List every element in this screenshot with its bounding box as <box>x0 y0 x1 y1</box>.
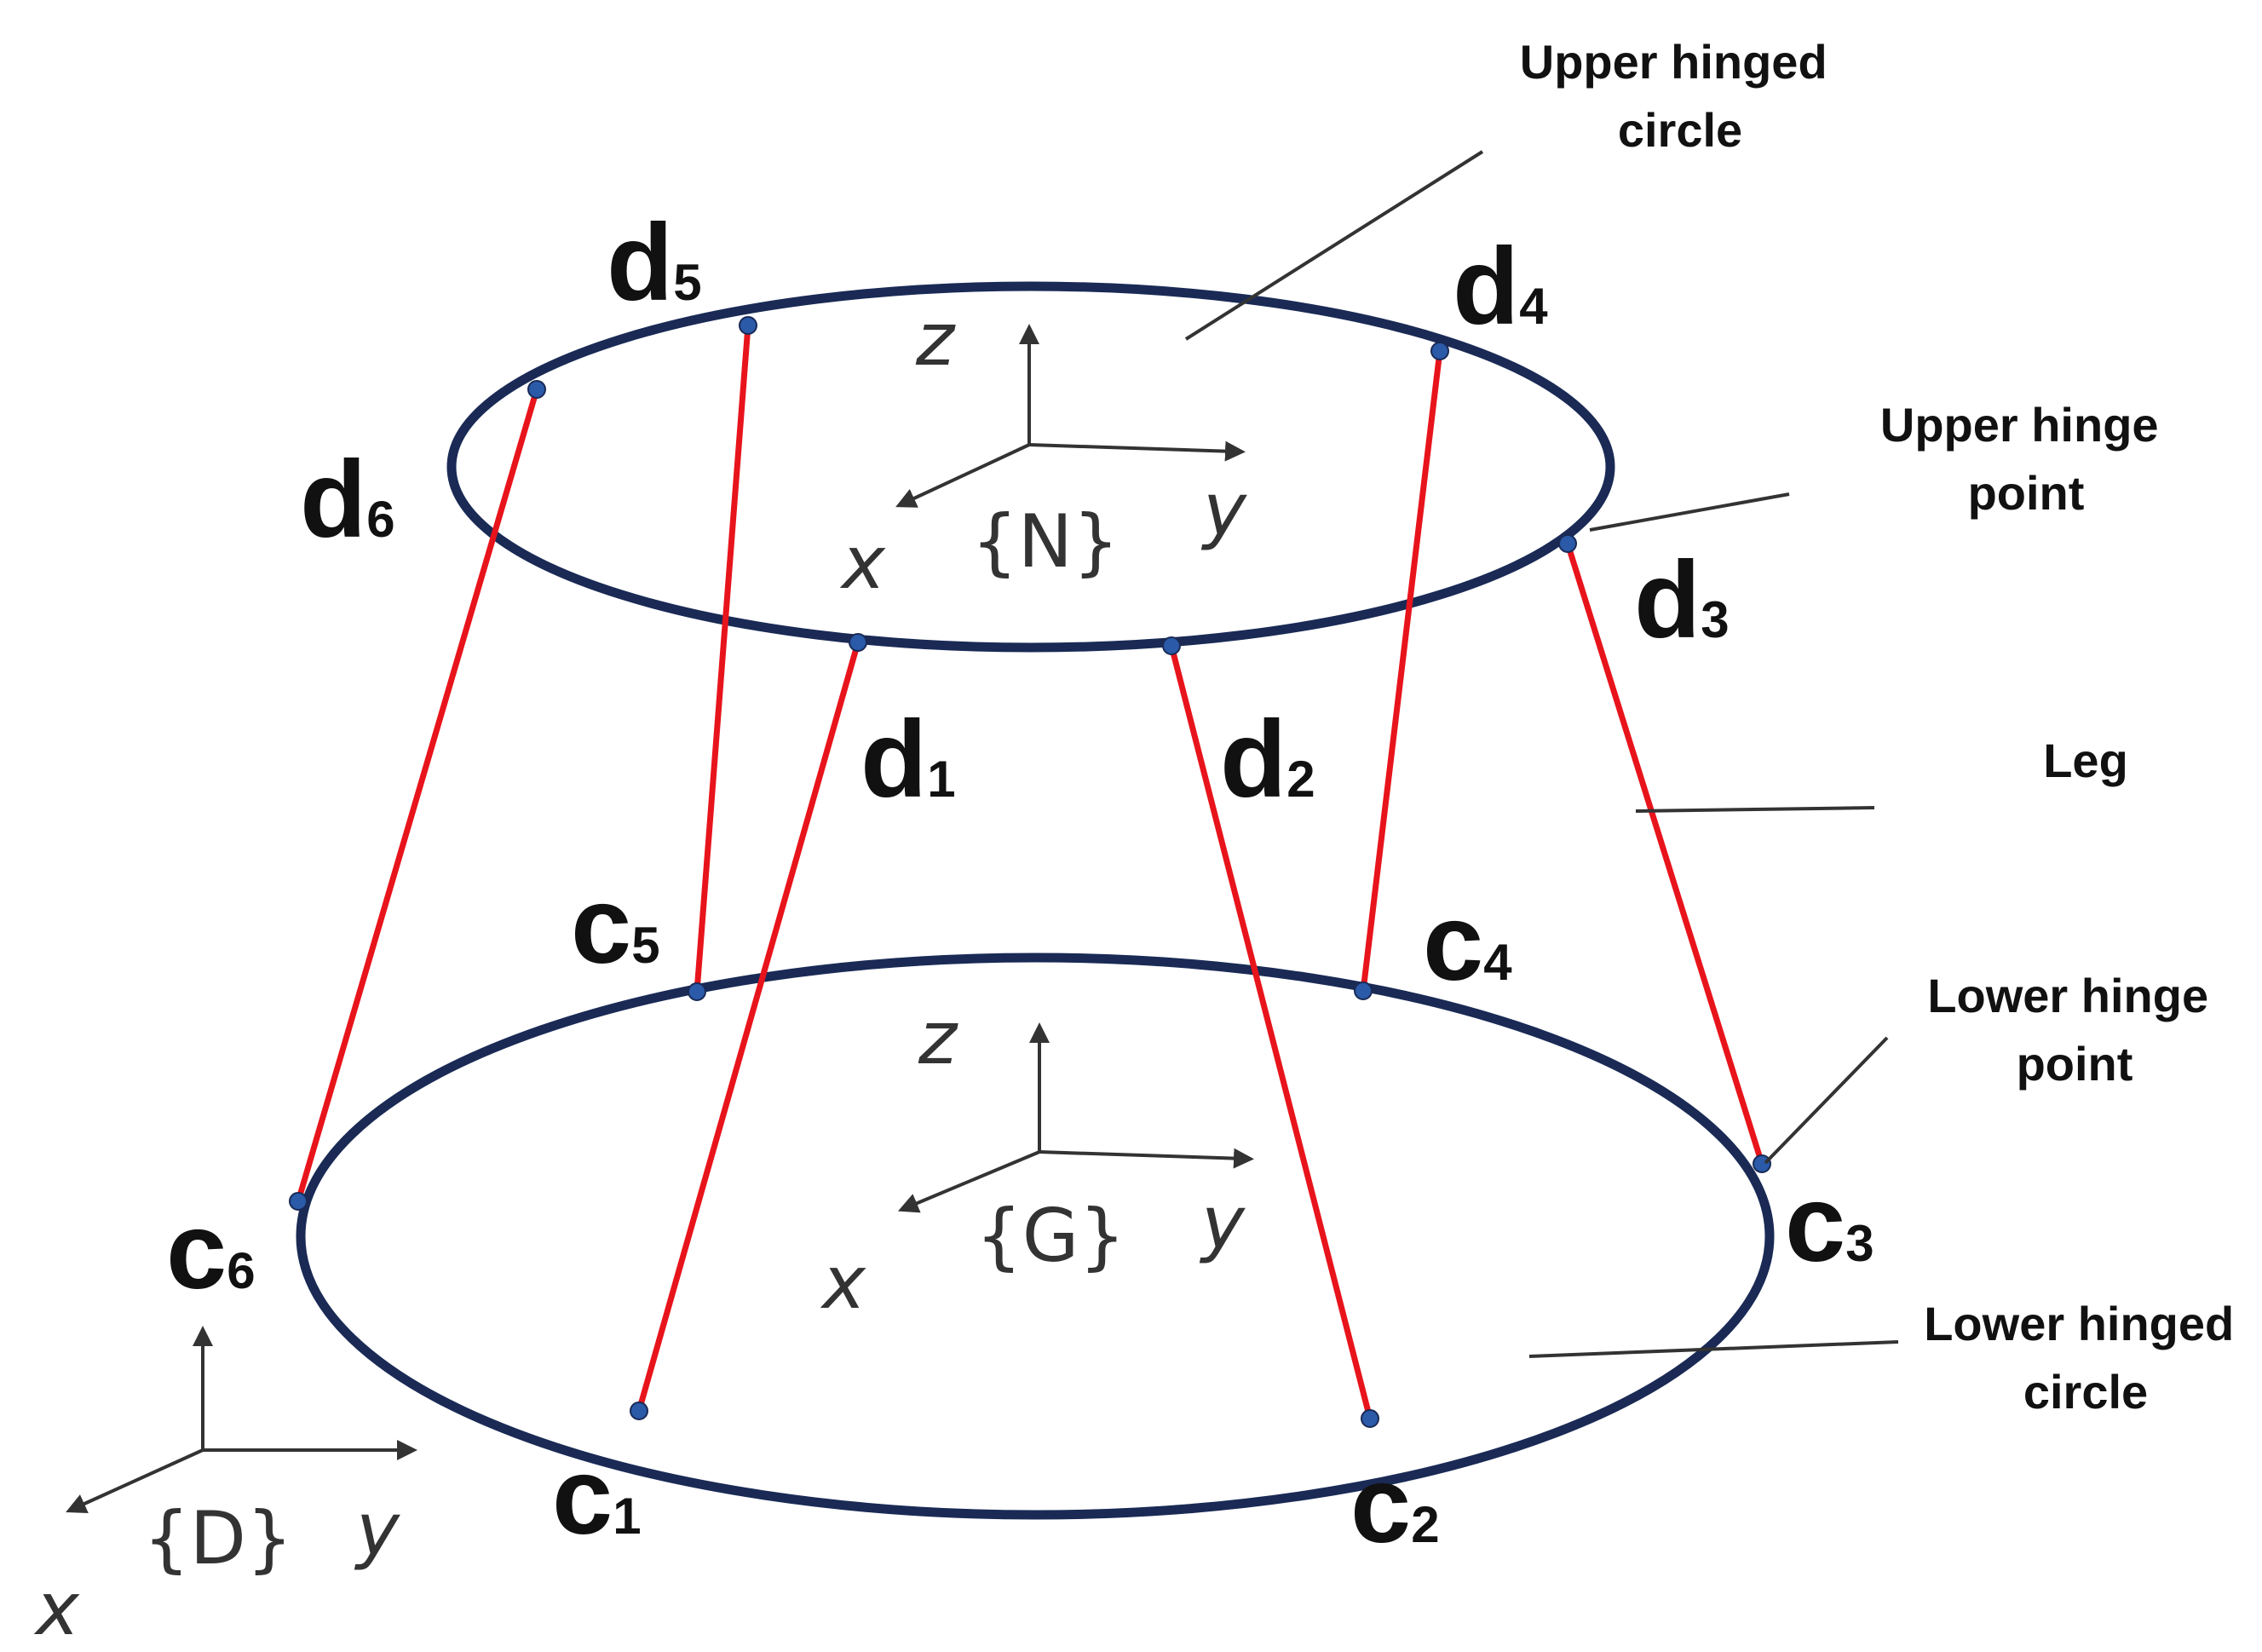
frame-n-axes <box>895 324 1246 508</box>
upper-hinge-point-d6 <box>527 380 546 399</box>
label-c2: c2 <box>1350 1444 1440 1566</box>
frame-d-y-label: y <box>354 1488 400 1573</box>
label-c4: c4 <box>1423 882 1512 1004</box>
annotation-leg: Leg <box>2043 734 2128 787</box>
frame-d-axes <box>66 1326 417 1513</box>
frame-d-name: {D} <box>143 1496 293 1581</box>
frame-n-z-label: z <box>915 297 956 383</box>
upper-hinge-point-d3 <box>1558 534 1577 553</box>
frame-g-y-label: y <box>1199 1181 1246 1266</box>
lower-hinge-point-c3 <box>1753 1154 1771 1173</box>
leader-upper-circle <box>1184 150 1484 341</box>
leg-6 <box>295 389 540 1202</box>
label-d2: d2 <box>1220 699 1315 820</box>
annotation-lower-hinge-point: Lower hinge point <box>1927 969 2221 1091</box>
upper-hinge-point-d4 <box>1430 342 1449 360</box>
label-d1: d1 <box>860 699 956 820</box>
leader-leg <box>1635 806 1875 813</box>
lower-hinged-circle <box>296 953 1775 1520</box>
upper-hinge-point-d1 <box>849 633 867 652</box>
leg-5 <box>694 325 751 993</box>
leg-1 <box>636 642 861 1412</box>
frame-g-z-label: z <box>918 996 958 1081</box>
leader-lines <box>1184 150 1899 1358</box>
frame-g-x-label: x <box>820 1240 866 1326</box>
lower-hinge-point-c6 <box>289 1192 308 1211</box>
upper-hinged-circle <box>446 281 1615 653</box>
annotation-lower-hinged-circle: Lower hinged circle <box>1924 1297 2248 1419</box>
label-c5: c5 <box>571 865 660 987</box>
label-d4: d4 <box>1453 226 1548 348</box>
leader-lower-hinge-point <box>1764 1036 1889 1165</box>
frame-n-x-label: x <box>839 521 886 606</box>
label-d5: d5 <box>607 202 702 324</box>
label-d6: d6 <box>300 439 395 561</box>
label-c1: c1 <box>552 1436 642 1557</box>
leader-lower-circle <box>1528 1340 1899 1358</box>
upper-hinge-point-d2 <box>1162 636 1181 655</box>
frame-d-x-label: x <box>33 1567 80 1652</box>
annotation-upper-hinged-circle: Upper hinged circle <box>1520 35 1840 157</box>
lower-hinge-point-c2 <box>1361 1409 1379 1428</box>
frame-n-name: {N} <box>971 499 1119 584</box>
lower-hinge-point-c4 <box>1354 981 1373 1000</box>
frame-g-name: {G} <box>976 1194 1125 1279</box>
label-c6: c6 <box>166 1190 256 1312</box>
lower-hinge-point-c1 <box>630 1402 648 1420</box>
lower-hinge-point-c5 <box>688 982 706 1001</box>
leg-2 <box>1168 645 1373 1419</box>
label-d3: d3 <box>1634 539 1730 661</box>
leg-4 <box>1360 350 1443 992</box>
leg-3 <box>1564 542 1765 1166</box>
frame-n-y-label: y <box>1200 468 1247 553</box>
label-c3: c3 <box>1785 1163 1874 1285</box>
upper-hinge-point-d5 <box>739 316 757 335</box>
leader-upper-hinge-point <box>1589 492 1790 532</box>
annotation-upper-hinge-point: Upper hinge point <box>1880 398 2172 520</box>
frame-g-axes <box>897 1022 1254 1213</box>
